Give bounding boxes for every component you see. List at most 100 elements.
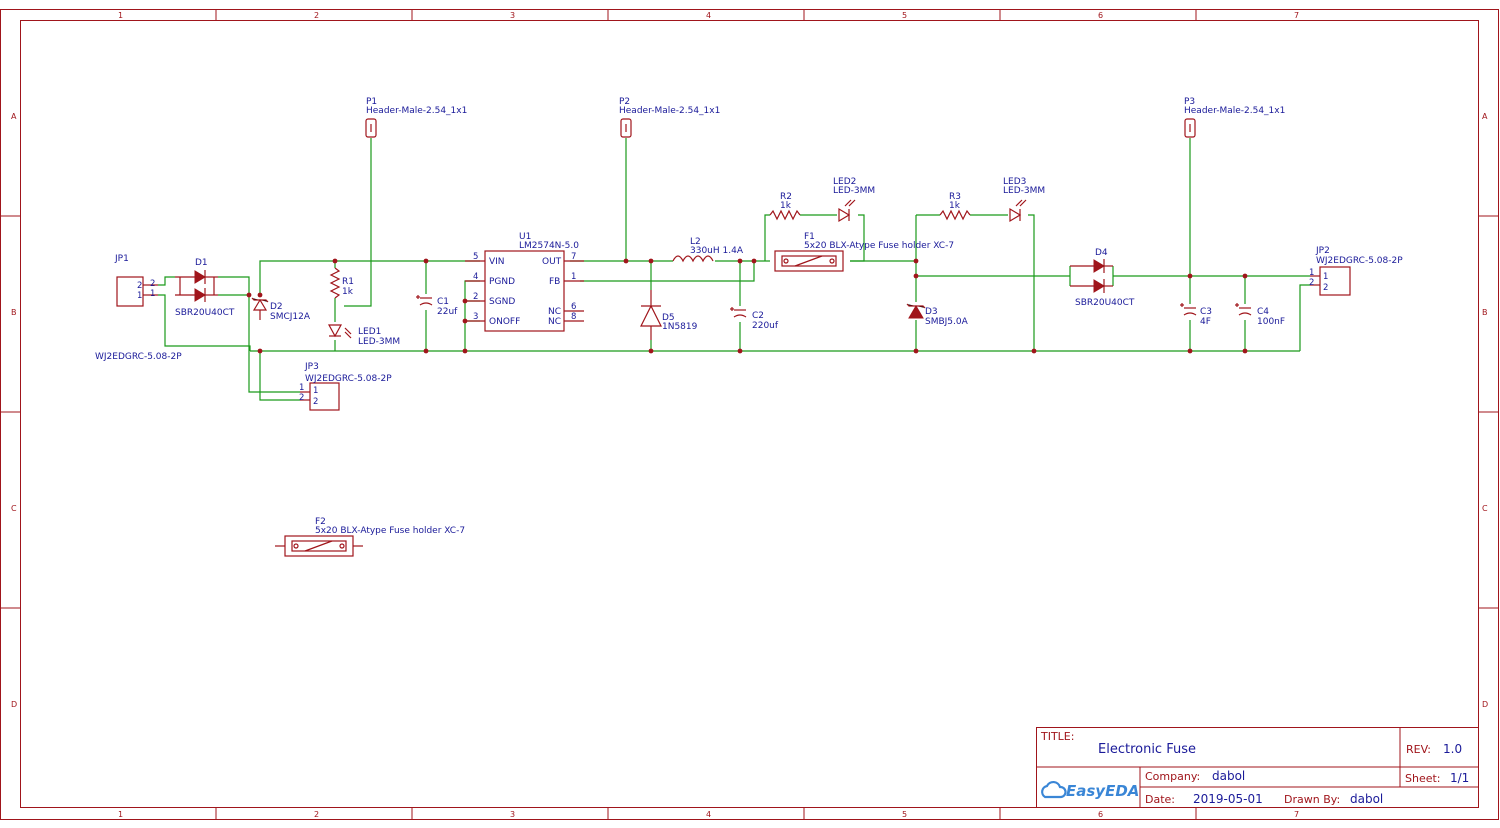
col-label-1: 1: [118, 11, 123, 20]
c1-capacitor[interactable]: C1 22uf: [416, 295, 458, 317]
row-label-b-right: B: [1482, 308, 1488, 317]
f1-fuse[interactable]: F1 5x20 BLX-Atype Fuse holder XC-7: [774, 232, 954, 272]
p3-value: Header-Male-2.54_1x1: [1184, 106, 1285, 116]
c2-ref: C2: [752, 311, 764, 321]
rev-label: REV:: [1406, 743, 1431, 756]
d2-value: SMCJ12A: [270, 312, 311, 322]
r1-resistor[interactable]: R1 1k: [329, 267, 354, 299]
jp1-pin1-inner: 1: [137, 291, 142, 301]
jp2-connector[interactable]: JP2 WJ2EDGRC-5.08-2P 1 2 1 2: [1309, 246, 1403, 296]
jp2-pin2-num: 2: [1309, 278, 1314, 288]
c4-ref: C4: [1257, 307, 1269, 317]
title-value: Electronic Fuse: [1098, 742, 1196, 757]
col-label-7-bottom: 7: [1294, 810, 1299, 819]
col-label-1-bottom: 1: [118, 810, 123, 819]
u1-vin-label: VIN: [489, 257, 505, 267]
l2-inductor[interactable]: L2 330uH 1.4A: [672, 237, 744, 263]
col-label-6: 6: [1098, 11, 1103, 20]
drawn-value: dabol: [1350, 792, 1383, 806]
c3-ref: C3: [1200, 307, 1212, 317]
col-label-7: 7: [1294, 11, 1299, 20]
inner-frame: [20, 20, 1479, 808]
d3-value: SMBJ5.0A: [925, 317, 969, 327]
outer-frame: [0, 9, 1499, 820]
jp3-pin1-num: 1: [299, 383, 304, 393]
u1-pin-nc2-num: 8: [571, 312, 576, 322]
u1-pin-pgnd-num: 4: [473, 272, 478, 282]
easyeda-logo: EasyEDA: [1041, 780, 1139, 800]
u1-pin-nc1-num: 6: [571, 302, 576, 312]
r2-resistor[interactable]: R2 1k: [769, 192, 801, 221]
u1-onoff-label: ONOFF: [489, 317, 520, 327]
d2-tvs-diode[interactable]: D2 SMCJ12A: [251, 297, 311, 322]
u1-pgnd-label: PGND: [489, 277, 515, 287]
rev-value: 1.0: [1443, 742, 1462, 756]
jp1-connector[interactable]: JP1 2 1 2 1 WJ2EDGRC-5.08-2P: [95, 254, 182, 362]
f2-value: 5x20 BLX-Atype Fuse holder XC-7: [315, 526, 465, 536]
c3-value: 4F: [1200, 317, 1211, 327]
col-label-5: 5: [902, 11, 907, 20]
p3-header[interactable]: P3 Header-Male-2.54_1x1: [1184, 97, 1285, 138]
col-label-5-bottom: 5: [902, 810, 907, 819]
u1-value: LM2574N-5.0: [519, 241, 579, 251]
u1-regulator[interactable]: U1 LM2574N-5.0 VIN PGND SGND ONOFF OUT F…: [465, 232, 584, 332]
u1-pin-fb-num: 1: [571, 272, 576, 282]
wires: [158, 138, 1310, 401]
c3-capacitor[interactable]: C3 4F: [1180, 303, 1212, 327]
jp2-value: WJ2EDGRC-5.08-2P: [1316, 256, 1403, 266]
jp1-ref: JP1: [114, 254, 129, 264]
jp2-pin2-inner: 2: [1323, 283, 1328, 293]
r3-value: 1k: [949, 201, 961, 211]
p1-header[interactable]: P1 Header-Male-2.54_1x1: [365, 97, 467, 138]
d1-diode[interactable]: D1 SBR20U40CT: [175, 258, 235, 318]
col-label-3: 3: [510, 11, 515, 20]
p2-ref: P2: [619, 97, 630, 107]
c1-ref: C1: [437, 297, 449, 307]
led3[interactable]: LED3 LED-3MM: [1003, 177, 1045, 223]
c1-value: 22uf: [437, 307, 458, 317]
l2-ref: L2: [690, 237, 701, 247]
led1-ref: LED1: [358, 327, 381, 337]
col-label-6-bottom: 6: [1098, 810, 1103, 819]
u1-pin-sgnd-num: 2: [473, 292, 478, 302]
c2-capacitor[interactable]: C2 220uf: [730, 307, 779, 331]
col-label-4: 4: [706, 11, 711, 20]
d2-ref: D2: [270, 302, 283, 312]
led1[interactable]: LED1 LED-3MM: [327, 324, 400, 347]
d4-diode[interactable]: D4 SBR20U40CT: [1070, 248, 1135, 308]
r2-value: 1k: [780, 201, 792, 211]
d5-diode[interactable]: D5 1N5819: [640, 290, 698, 340]
jp2-pin1-num: 1: [1309, 268, 1314, 278]
row-label-b: B: [11, 308, 17, 317]
jp3-value: WJ2EDGRC-5.08-2P: [305, 374, 392, 384]
r3-resistor[interactable]: R3 1k: [939, 192, 971, 221]
jp2-ref: JP2: [1315, 246, 1330, 256]
p2-value: Header-Male-2.54_1x1: [619, 106, 720, 116]
u1-ref: U1: [519, 232, 531, 242]
c4-value: 100nF: [1257, 317, 1285, 327]
col-label-2-bottom: 2: [314, 810, 319, 819]
jp3-connector[interactable]: 1 2 1 2 JP3 WJ2EDGRC-5.08-2P: [299, 362, 392, 411]
p2-header[interactable]: P2 Header-Male-2.54_1x1: [619, 97, 720, 138]
jp1-pin1-num: 1: [150, 289, 155, 299]
col-label-4-bottom: 4: [706, 810, 711, 819]
grid-ticks: [0, 9, 1499, 819]
f2-fuse[interactable]: F2 5x20 BLX-Atype Fuse holder XC-7: [275, 517, 465, 557]
sheet-value: 1/1: [1450, 771, 1469, 785]
led3-value: LED-3MM: [1003, 186, 1045, 196]
led1-value: LED-3MM: [358, 337, 400, 347]
f2-ref: F2: [315, 517, 326, 527]
row-label-d-right: D: [1482, 700, 1488, 709]
f1-ref: F1: [804, 232, 815, 242]
led3-ref: LED3: [1003, 177, 1026, 187]
p3-ref: P3: [1184, 97, 1195, 107]
d3-tvs-diode[interactable]: D3 SMBJ5.0A: [906, 303, 969, 327]
c4-capacitor[interactable]: C4 100nF: [1235, 303, 1285, 327]
jp3-pin2-inner: 2: [313, 397, 318, 407]
jp3-pin2-num: 2: [299, 393, 304, 403]
u1-fb-label: FB: [549, 277, 560, 287]
r1-ref: R1: [342, 277, 354, 287]
jp1-pin2-num: 2: [150, 279, 155, 289]
led2[interactable]: LED2 LED-3MM: [833, 177, 875, 223]
